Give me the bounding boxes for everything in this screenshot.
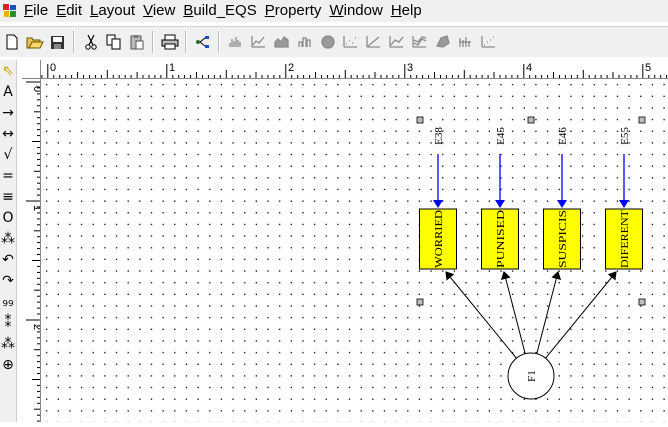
line-plot-icon[interactable] xyxy=(247,31,270,54)
menu-property[interactable]: Property xyxy=(261,1,326,21)
ruler-corner xyxy=(22,60,41,79)
ruler-label: 5 xyxy=(645,62,651,74)
factor-tool-icon[interactable]: ⁂ xyxy=(1,230,15,247)
toolbar xyxy=(0,26,668,57)
save-icon[interactable] xyxy=(46,31,69,54)
factor-loading-arrow[interactable] xyxy=(536,271,562,354)
scatter-plot-icon[interactable] xyxy=(339,31,362,54)
menu-accelerator: P xyxy=(264,2,275,19)
menu-view[interactable]: View xyxy=(139,1,179,21)
observed-variable-label: DIFERENT xyxy=(619,210,631,268)
menu-window[interactable]: Window xyxy=(325,1,386,21)
menu-accelerator: H xyxy=(390,2,402,19)
bar-plot-icon[interactable] xyxy=(293,31,316,54)
error-term-label[interactable]: E55 xyxy=(619,127,631,145)
curve-right-tool-icon[interactable]: ↷ xyxy=(2,272,14,289)
menu-label: dit xyxy=(66,2,83,19)
area-plot-icon[interactable] xyxy=(270,31,293,54)
error-term-label[interactable]: E45 xyxy=(495,127,507,145)
menu-build-eqs[interactable]: Build_EQS xyxy=(179,1,260,21)
latent-factor-circle[interactable] xyxy=(507,352,555,400)
observed-variable-box[interactable] xyxy=(543,208,581,270)
new-icon[interactable] xyxy=(0,31,23,54)
cut-icon[interactable] xyxy=(79,31,102,54)
factor-loading-arrow[interactable] xyxy=(445,271,517,359)
left-tool-strip: ⇖ A → ↔ √ = ≡ O ⁂ ↶ ↷ ₉₉ ⁑ ⁂ ⊕ xyxy=(0,60,17,422)
menu-accelerator: V xyxy=(143,2,153,19)
diagram-icon[interactable] xyxy=(191,31,214,54)
ellipse-tool-icon[interactable]: O xyxy=(2,209,14,226)
ruler-label: 2 xyxy=(288,62,294,74)
app-icon[interactable] xyxy=(3,4,17,18)
menu-layout[interactable]: Layout xyxy=(86,1,139,21)
factor-loading-arrow[interactable] xyxy=(500,271,526,354)
open-icon[interactable] xyxy=(23,31,46,54)
menu-label: indow xyxy=(343,2,383,19)
double-arrow-tool-icon[interactable]: ↔ xyxy=(2,125,14,142)
observed-variable-label: WORRIED xyxy=(433,210,445,268)
print-icon[interactable] xyxy=(158,31,181,54)
paste-icon[interactable] xyxy=(125,31,148,54)
error-term-label[interactable]: E38 xyxy=(433,127,445,145)
latent-factor-label: F1 xyxy=(526,370,538,382)
text-tool-icon[interactable]: A xyxy=(3,83,13,100)
copy-icon[interactable] xyxy=(102,31,125,54)
numbers-tool-icon[interactable]: ₉₉ xyxy=(2,293,14,310)
observed-variable-box[interactable] xyxy=(605,208,643,270)
histogram-icon[interactable] xyxy=(224,31,247,54)
ruler-label: 2 xyxy=(31,324,40,330)
menu-label: ayout xyxy=(98,2,136,19)
menu-label: ile xyxy=(33,2,49,19)
error-term-label[interactable]: E46 xyxy=(557,127,569,145)
menu-file[interactable]: File xyxy=(20,1,52,21)
regression-plot-icon[interactable] xyxy=(362,31,385,54)
check-tool-icon[interactable]: √ xyxy=(3,146,13,163)
equal-tool-icon[interactable]: = xyxy=(2,167,14,184)
vertical-ruler: 0 1 2 xyxy=(22,78,43,422)
ruler-label: 1 xyxy=(169,62,175,74)
menu-label: uild_EQS xyxy=(193,2,257,19)
menu-help[interactable]: Help xyxy=(387,1,426,21)
ruler-label: 3 xyxy=(407,62,413,74)
factor-loading-arrow[interactable] xyxy=(545,271,617,359)
ruler-label: 0 xyxy=(31,86,40,92)
observed-variable-label: PUNISED xyxy=(495,210,507,268)
triple-line-tool-icon[interactable]: ≡ xyxy=(2,188,14,205)
menu-accelerator: W xyxy=(329,2,344,19)
box-plot-icon[interactable] xyxy=(454,31,477,54)
quantile-plot-icon[interactable] xyxy=(477,31,500,54)
menu-label: roperty xyxy=(274,2,322,19)
menu-accelerator: F xyxy=(24,2,34,19)
selection-handle[interactable] xyxy=(416,116,424,124)
menu-edit[interactable]: Edit xyxy=(52,1,86,21)
menu-label: iew xyxy=(152,2,176,19)
ruler-label: 0 xyxy=(50,62,56,74)
menu-accelerator: B xyxy=(183,2,194,19)
multi-line-icon[interactable] xyxy=(408,31,431,54)
selection-handle[interactable] xyxy=(416,298,424,306)
selection-handle[interactable] xyxy=(638,116,646,124)
menu-accelerator: E xyxy=(56,2,67,19)
menu-label: elp xyxy=(401,2,422,19)
menu-accelerator: L xyxy=(90,2,99,19)
curve-left-tool-icon[interactable]: ↶ xyxy=(2,251,14,268)
pointer-tool-icon[interactable]: ⇖ xyxy=(2,62,14,79)
crosshair-tool-icon[interactable]: ⊕ xyxy=(2,356,14,373)
ruler-label: 1 xyxy=(31,205,40,211)
horizontal-ruler: 0 1 2 3 4 5 xyxy=(22,60,668,79)
observed-variable-label: SUSPICIS xyxy=(557,210,569,268)
pie-chart-icon[interactable] xyxy=(316,31,339,54)
ruler-label: 4 xyxy=(526,62,532,74)
observed-variable-box[interactable] xyxy=(419,208,457,270)
selection-handle[interactable] xyxy=(638,298,646,306)
3d-surface-icon[interactable] xyxy=(431,31,454,54)
selection-handle[interactable] xyxy=(527,116,535,124)
trend-plot-icon[interactable] xyxy=(385,31,408,54)
arrow-tool-icon[interactable]: → xyxy=(2,104,14,121)
model-tool-icon[interactable]: ⁂ xyxy=(1,335,15,352)
tree-tool-icon[interactable]: ⁑ xyxy=(4,314,12,331)
observed-variable-box[interactable] xyxy=(481,208,519,270)
